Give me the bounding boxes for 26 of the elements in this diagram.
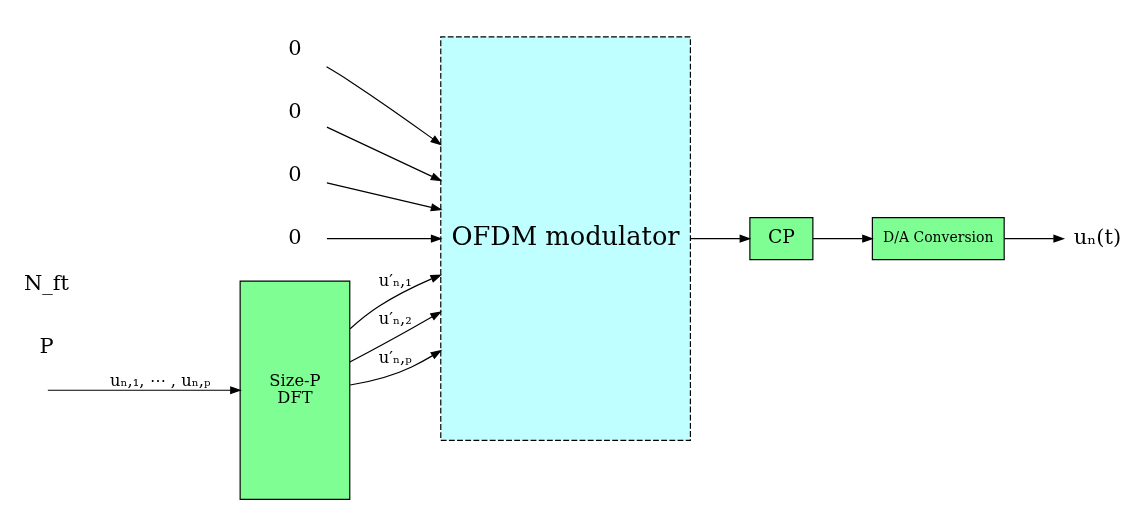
label: N_ft [23,270,70,295]
node-box: OFDM modulator [440,35,691,441]
arrow [326,126,443,181]
label: P [39,333,54,358]
arrow [1004,234,1066,243]
node-text: 0 [288,161,302,186]
arrow [812,234,874,243]
node-box: CP [749,216,814,260]
node-text: 0 [288,224,302,249]
arrow [349,349,443,386]
node-box: Size-P DFT [239,280,351,500]
arrow [349,273,443,329]
node-text: 0 [288,98,302,123]
node-box: D/A Conversion [871,216,1005,260]
arrow [349,310,442,363]
edge-label: u′ₙ,₂ [378,308,412,328]
edge-label: u′ₙ,ₚ [378,347,412,367]
arrow [326,181,443,211]
node-text: uₙ(t) [1073,224,1122,249]
arrow [325,65,442,145]
arrow [690,234,752,243]
node-text: 0 [288,35,302,60]
edge-label: uₙ,₁, ⋯ , uₙ,ₚ [109,370,211,390]
arrow [47,385,242,394]
edge-label: u′ₙ,₁ [378,270,412,290]
arrow [326,234,443,243]
